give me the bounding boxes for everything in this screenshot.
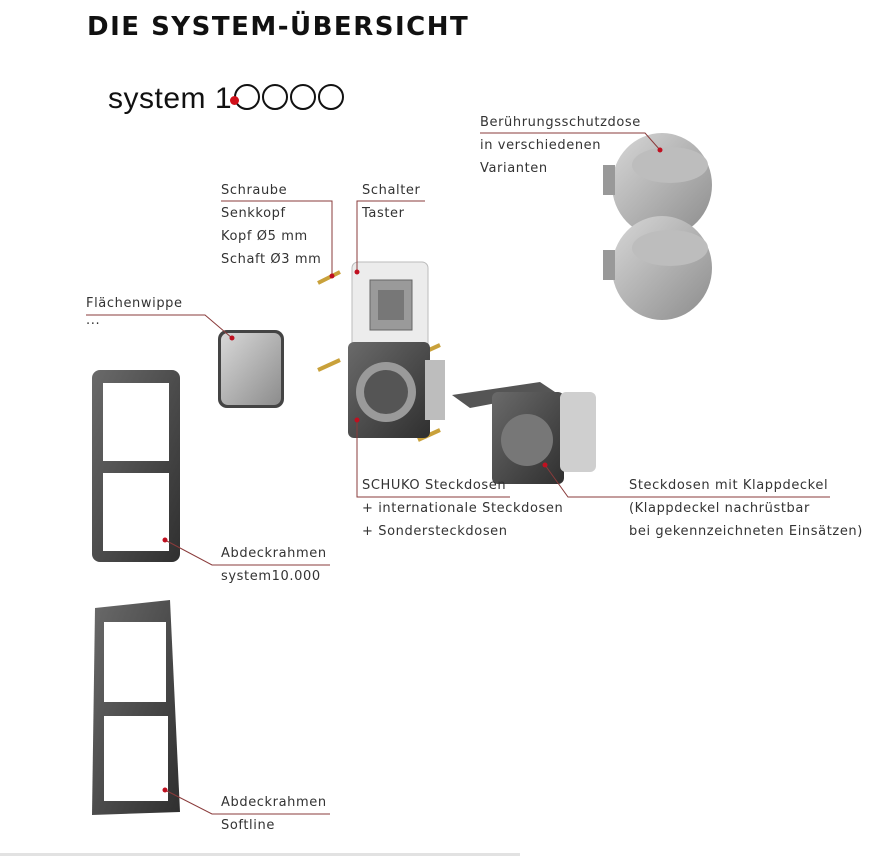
frame-system10000-image: [92, 370, 180, 562]
flip-lid-socket-image: [452, 382, 596, 484]
label-line: (Klappdeckel nachrüstbar: [629, 501, 810, 516]
label-line: Schalter: [362, 183, 421, 198]
label-wippe: Flächenwippe ...: [86, 292, 183, 338]
rocker-image: [218, 330, 284, 408]
leader-lines: [86, 132, 830, 815]
label-line: Schraube: [221, 183, 288, 198]
label-line: Taster: [362, 206, 405, 221]
system-10000-logo: system 1: [108, 82, 345, 116]
label-rahmen-softline: Abdeckrahmen Softline: [221, 791, 327, 837]
schuko-socket-image: [348, 342, 445, 438]
label-line: Varianten: [480, 161, 548, 176]
label-line: Schaft Ø3 mm: [221, 252, 322, 267]
marker-dots: [162, 147, 663, 793]
label-line: SCHUKO Steckdosen: [362, 478, 507, 493]
logo-prefix: system 1: [108, 82, 233, 115]
label-schuko: SCHUKO Steckdosen + internationale Steck…: [362, 474, 563, 543]
label-line: ...: [86, 313, 101, 328]
label-schalter: Schalter Taster: [362, 179, 420, 225]
label-line: Abdeckrahmen: [221, 795, 327, 810]
label-line: Flächenwippe: [86, 296, 183, 311]
label-line: Berührungsschutzdose: [480, 115, 641, 130]
label-line: system10.000: [221, 569, 321, 584]
label-dose: Berührungsschutzdose in verschiedenen Va…: [480, 111, 641, 180]
label-line: + Sondersteckdosen: [362, 524, 508, 539]
switch-insert-image: [351, 261, 429, 355]
label-line: Abdeckrahmen: [221, 546, 327, 561]
label-schraube: Schraube Senkkopf Kopf Ø5 mm Schaft Ø3 m…: [221, 179, 321, 271]
label-line: Kopf Ø5 mm: [221, 229, 308, 244]
label-rahmen-system10000: Abdeckrahmen system10.000: [221, 542, 327, 588]
label-line: Softline: [221, 818, 275, 833]
frame-softline-image: [92, 600, 180, 815]
label-line: + internationale Steckdosen: [362, 501, 564, 516]
label-line: bei gekennzeichneten Einsätzen): [629, 524, 863, 539]
double-box-image: [603, 133, 712, 320]
label-line: Senkkopf: [221, 206, 286, 221]
label-line: in verschiedenen: [480, 138, 602, 153]
bottom-divider: [0, 853, 520, 856]
label-line: Steckdosen mit Klappdeckel: [629, 478, 829, 493]
label-klappdeckel: Steckdosen mit Klappdeckel (Klappdeckel …: [629, 474, 863, 543]
page-title: DIE SYSTEM-ÜBERSICHT: [87, 12, 470, 42]
